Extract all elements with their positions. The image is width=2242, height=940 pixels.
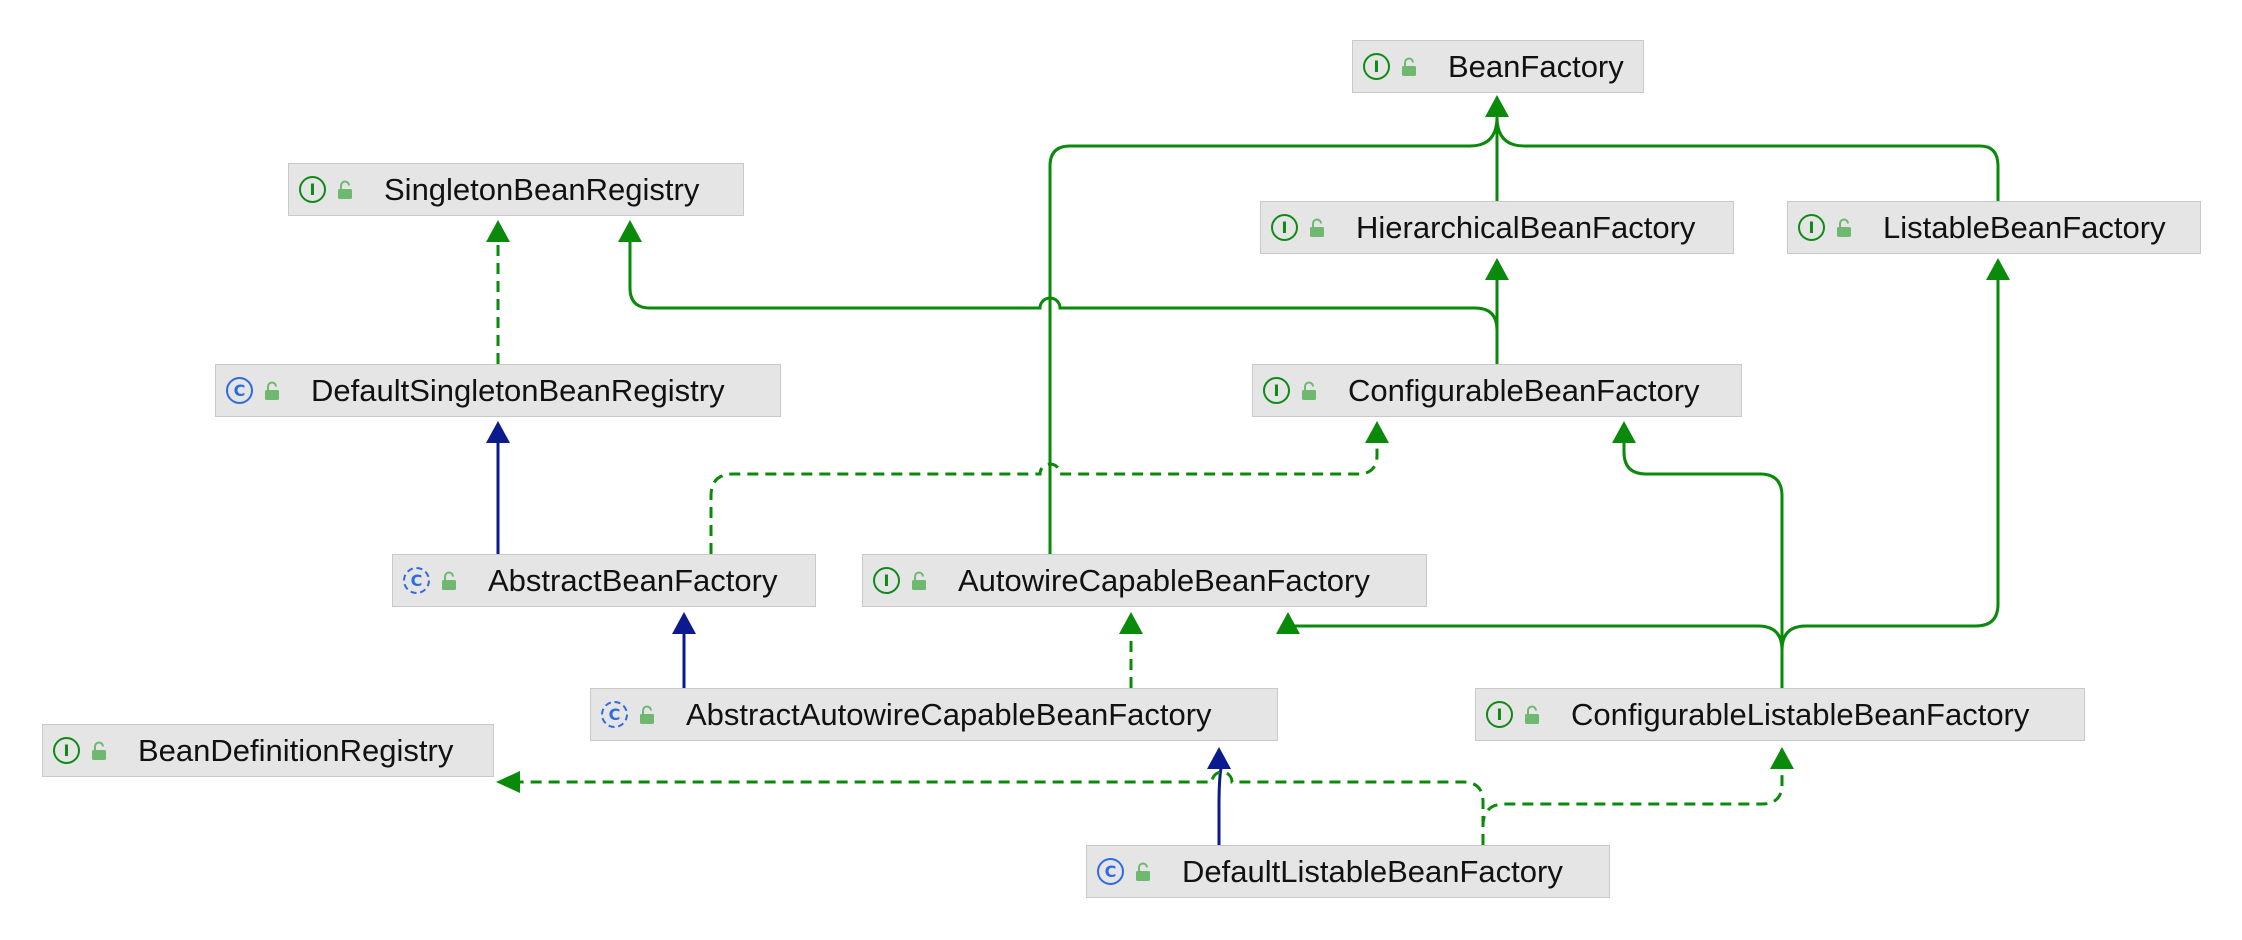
public-lock-icon bbox=[638, 705, 656, 725]
node-label: SingletonBeanRegistry bbox=[384, 171, 700, 207]
edge-default-listable-to-configurable-listable bbox=[1481, 768, 1784, 845]
node-configurable-bean-factory[interactable]: I ConfigurableBeanFactory bbox=[1252, 364, 1742, 417]
node-label: ConfigurableListableBeanFactory bbox=[1571, 696, 2030, 732]
public-lock-icon bbox=[440, 571, 458, 591]
interface-icon: I bbox=[1486, 701, 1513, 728]
edge-default-listable-to-bean-definition-registry bbox=[520, 770, 1485, 845]
arrowhead bbox=[486, 220, 510, 242]
interface-icon: I bbox=[1363, 53, 1390, 80]
arrowhead bbox=[1365, 421, 1389, 443]
arrowhead bbox=[1612, 421, 1636, 443]
node-listable-bean-factory[interactable]: I ListableBeanFactory bbox=[1787, 201, 2201, 254]
edge-configurable-listable-to-autowire bbox=[1310, 624, 1784, 688]
node-hierarchical-bean-factory[interactable]: I HierarchicalBeanFactory bbox=[1260, 201, 1734, 254]
arrowhead bbox=[1485, 258, 1509, 280]
node-abstract-autowire-capable-bean-factory[interactable]: C AbstractAutowireCapableBeanFactory bbox=[590, 688, 1278, 741]
node-label: ListableBeanFactory bbox=[1883, 209, 2166, 245]
edge-abstract-to-configurable bbox=[709, 443, 1379, 554]
interface-icon: I bbox=[1263, 377, 1290, 404]
edge-autowire-to-beanfactory bbox=[1048, 116, 1499, 554]
arrowhead bbox=[1119, 612, 1143, 634]
node-default-singleton-bean-registry[interactable]: C DefaultSingletonBeanRegistry bbox=[215, 364, 781, 417]
public-lock-icon bbox=[1400, 57, 1418, 77]
interface-icon: I bbox=[1798, 214, 1825, 241]
node-label: AutowireCapableBeanFactory bbox=[958, 562, 1370, 598]
interface-icon: I bbox=[873, 567, 900, 594]
arrowhead bbox=[1986, 258, 2010, 280]
arrowhead bbox=[1485, 95, 1509, 117]
node-label: HierarchicalBeanFactory bbox=[1356, 209, 1696, 245]
public-lock-icon bbox=[1134, 862, 1152, 882]
public-lock-icon bbox=[1308, 218, 1326, 238]
arrowhead bbox=[496, 771, 520, 793]
class-icon: C bbox=[1097, 858, 1124, 885]
node-autowire-capable-bean-factory[interactable]: I AutowireCapableBeanFactory bbox=[862, 554, 1427, 607]
node-label: AbstractBeanFactory bbox=[488, 562, 778, 598]
arrowhead bbox=[672, 612, 696, 634]
abstract-class-icon: C bbox=[403, 567, 430, 594]
node-singleton-bean-registry[interactable]: I SingletonBeanRegistry bbox=[288, 163, 744, 216]
public-lock-icon bbox=[1835, 218, 1853, 238]
node-label: DefaultListableBeanFactory bbox=[1182, 853, 1563, 889]
interface-icon: I bbox=[299, 176, 326, 203]
public-lock-icon bbox=[336, 180, 354, 200]
edge-listable-to-beanfactory bbox=[1495, 116, 2000, 201]
node-default-listable-bean-factory[interactable]: C DefaultListableBeanFactory bbox=[1086, 845, 1610, 898]
arrowhead bbox=[1770, 747, 1794, 769]
edge-configurable-listable-to-configurable bbox=[1622, 443, 1784, 688]
edge-configurable-to-singleton-registry bbox=[628, 242, 1499, 364]
class-icon: C bbox=[226, 377, 253, 404]
node-label: ConfigurableBeanFactory bbox=[1348, 372, 1700, 408]
node-label: BeanDefinitionRegistry bbox=[138, 732, 454, 768]
arrowhead bbox=[1276, 612, 1300, 634]
arrowhead bbox=[486, 421, 510, 443]
public-lock-icon bbox=[1523, 705, 1541, 725]
node-configurable-listable-bean-factory[interactable]: I ConfigurableListableBeanFactory bbox=[1475, 688, 2085, 741]
node-label: DefaultSingletonBeanRegistry bbox=[311, 372, 725, 408]
interface-icon: I bbox=[1271, 214, 1298, 241]
node-label: AbstractAutowireCapableBeanFactory bbox=[686, 696, 1212, 732]
node-bean-factory[interactable]: I BeanFactory bbox=[1352, 40, 1644, 93]
interface-icon: I bbox=[53, 737, 80, 764]
arrowhead bbox=[1207, 747, 1231, 769]
public-lock-icon bbox=[263, 381, 281, 401]
public-lock-icon bbox=[90, 741, 108, 761]
node-bean-definition-registry[interactable]: I BeanDefinitionRegistry bbox=[42, 724, 494, 777]
edge-configurable-listable-to-listable bbox=[1780, 280, 2000, 651]
abstract-class-icon: C bbox=[601, 701, 628, 728]
arrowhead bbox=[618, 220, 642, 242]
node-abstract-bean-factory[interactable]: C AbstractBeanFactory bbox=[392, 554, 816, 607]
node-label: BeanFactory bbox=[1448, 48, 1624, 84]
edge-default-listable-to-abstract-autowire bbox=[1217, 767, 1223, 845]
edge-configurable-listable-to-autowire-tip bbox=[1286, 624, 1310, 634]
public-lock-icon bbox=[1300, 381, 1318, 401]
public-lock-icon bbox=[910, 571, 928, 591]
